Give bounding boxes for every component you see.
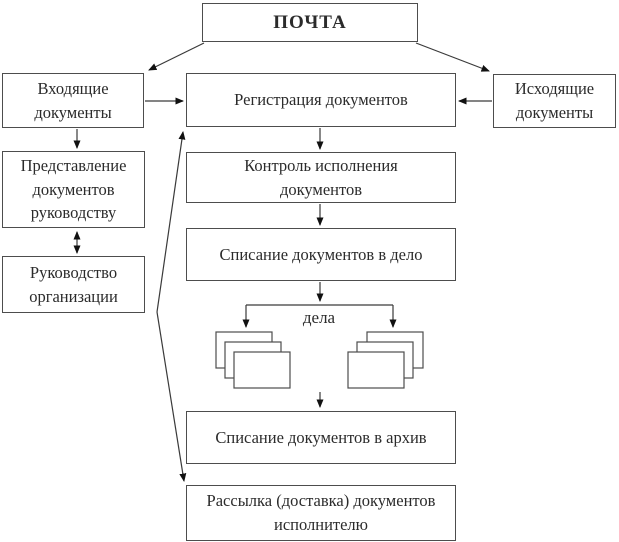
node-registration: Регистрация документов [186, 73, 456, 127]
node-organization-management: Руководство организации [2, 256, 145, 313]
node-organization-management-label: Руководство организации [29, 262, 118, 306]
case-files-stack-icon-left [215, 331, 291, 389]
node-distribution-to-executor-label: Рассылка (доставка) документов исполните… [206, 491, 436, 534]
arrow-bent-to-registration [156, 131, 186, 313]
node-incoming-documents: Входящие документы [2, 73, 144, 128]
arrow-pochta-to-outgoing [415, 42, 490, 72]
node-outgoing-documents-label: Исходящие документы [514, 79, 595, 122]
node-writeoff-to-archive-label: Списание документов в архив [215, 427, 427, 447]
node-incoming-documents-label: Входящие документы [34, 78, 112, 122]
node-presentation-to-management: Представление документов руководству [2, 151, 145, 228]
node-presentation-to-management-label: Представление документов руководству [20, 155, 127, 223]
node-outgoing-documents: Исходящие документы [493, 74, 616, 128]
arrow-pochta-to-incoming [148, 42, 205, 71]
node-execution-control-label: Контроль исполнения документов [244, 155, 398, 199]
node-execution-control: Контроль исполнения документов [186, 152, 456, 203]
node-writeoff-to-archive: Списание документов в архив [186, 411, 456, 464]
node-registration-label: Регистрация документов [234, 90, 408, 110]
node-pochta: ПОЧТА [202, 3, 418, 42]
arrow-bent-to-distribution [156, 311, 187, 482]
files-label: дела [302, 308, 336, 327]
node-writeoff-to-file-label: Списание документов в дело [219, 244, 423, 264]
case-files-stack-icon-right [347, 331, 424, 389]
node-pochta-label: ПОЧТА [273, 11, 347, 33]
node-writeoff-to-file: Списание документов в дело [186, 228, 456, 281]
node-distribution-to-executor: Рассылка (доставка) документов исполните… [186, 485, 456, 541]
